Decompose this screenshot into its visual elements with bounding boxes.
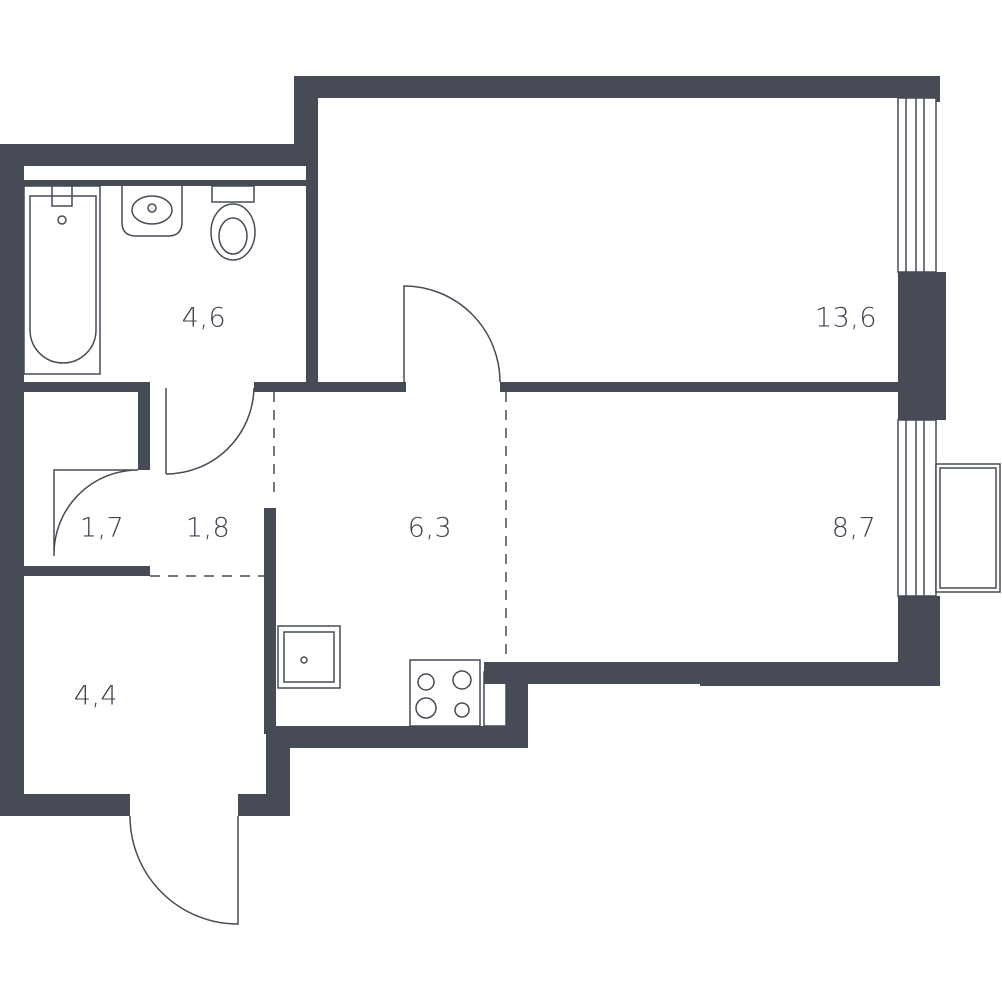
room-label-hall: 1,8 [185, 512, 231, 544]
window-large-room [897, 97, 937, 273]
room-label-storage: 1,7 [79, 512, 125, 544]
walls [0, 76, 946, 816]
burner [417, 673, 435, 691]
room-label-large-room: 13,6 [814, 302, 878, 334]
room-label-bathroom: 4,6 [181, 302, 227, 334]
burner [452, 670, 472, 690]
wall-kitchen-bottom [270, 726, 528, 748]
bathtub [23, 185, 101, 375]
wall-storage-bottom [24, 566, 150, 576]
window-small-room [897, 419, 937, 597]
wall-kitchen-left-lower [266, 726, 290, 816]
room-label-kitchen: 6,3 [407, 512, 453, 544]
wall-top-bathroom [0, 144, 306, 166]
wall-right-pier [898, 272, 946, 420]
wall-rooms-divider [500, 382, 898, 392]
burner [454, 702, 470, 718]
windows [897, 97, 1001, 597]
doors [53, 285, 501, 925]
stove [409, 659, 481, 727]
door-large-room [403, 285, 501, 384]
fixtures [23, 185, 507, 727]
wall-bathroom-bottom [24, 382, 150, 392]
wall-kitchen-left [264, 508, 276, 734]
wall-bathroom-top-inner [24, 180, 306, 186]
door-entrance [129, 815, 239, 925]
wall-bathroom-bottom-right [254, 382, 406, 392]
sink [121, 186, 183, 237]
wall-bottom-mid [484, 662, 700, 684]
kitchen-niche [483, 671, 507, 727]
door-bathroom [165, 387, 255, 475]
wall-top-main [294, 76, 940, 98]
wall-storage-right [138, 386, 150, 470]
wall-bathroom-right [306, 98, 318, 384]
wall-left [0, 144, 24, 816]
toilet [211, 185, 255, 203]
openings [150, 392, 507, 662]
wall-bottom-right [700, 662, 940, 686]
door-storage [53, 469, 139, 557]
wall-right-top-stub [924, 76, 940, 102]
room-label-entrance: 4,4 [73, 680, 119, 712]
room-label-small-room: 8,7 [831, 512, 877, 544]
wall-bottom-left [0, 794, 130, 816]
kitchen-sink [277, 625, 341, 689]
burner [415, 697, 437, 719]
